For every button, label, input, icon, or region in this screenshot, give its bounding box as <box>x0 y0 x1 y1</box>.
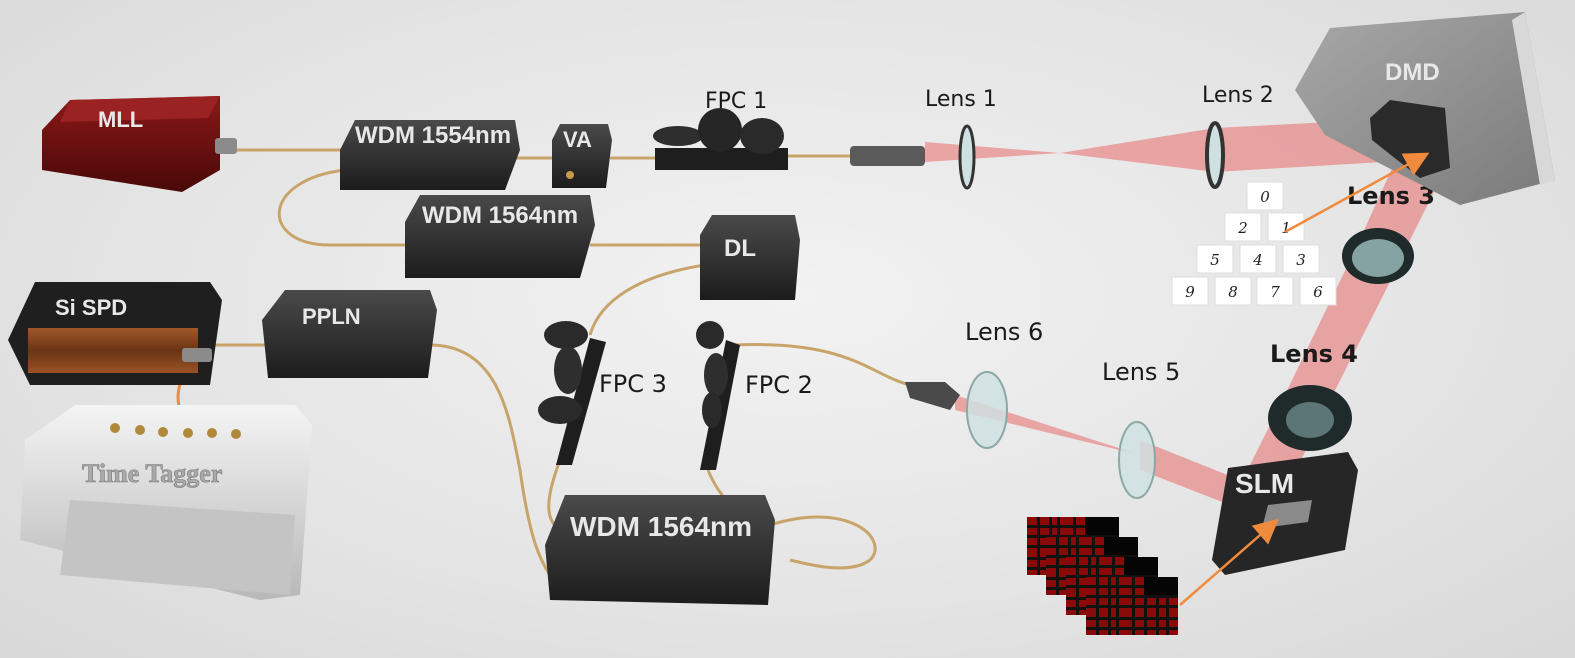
digit-card: 6 <box>1299 276 1337 306</box>
lens3-label: Lens 3 <box>1347 182 1435 210</box>
fpc2-label: FPC 2 <box>745 371 813 399</box>
dmd-label: DMD <box>1385 59 1440 86</box>
fpc1-label: FPC 1 <box>705 89 767 114</box>
digit-card-label: 9 <box>1185 283 1195 301</box>
digit-card: 9 <box>1171 276 1209 306</box>
lens-5: Lens 5 <box>1102 358 1180 499</box>
time-tagger-label: Time Tagger <box>82 459 222 488</box>
lens-4: Lens 4 <box>1268 340 1358 451</box>
lens6-label: Lens 6 <box>965 318 1043 346</box>
lens-3: Lens 3 <box>1342 182 1435 284</box>
wdm-1554-module: WDM 1554nm <box>340 120 520 190</box>
digit-card: 1 <box>1267 212 1305 242</box>
digit-card-label: 8 <box>1228 283 1238 301</box>
lens-2: Lens 2 <box>1202 83 1274 189</box>
digit-card: 4 <box>1239 244 1277 274</box>
delay-line: DL <box>700 215 800 300</box>
ppln-crystal: PPLN <box>262 290 437 378</box>
wdm-1564-bottom-label: WDM 1564nm <box>570 511 752 542</box>
digit-card-label: 2 <box>1237 219 1248 237</box>
lens-6: Lens 6 <box>965 318 1043 449</box>
collimator-2 <box>905 382 960 410</box>
lens5-label: Lens 5 <box>1102 358 1180 386</box>
digit-card: 5 <box>1196 244 1234 274</box>
fpc3-label: FPC 3 <box>599 370 667 398</box>
si-spd-label: Si SPD <box>55 295 127 320</box>
digit-card-label: 1 <box>1281 219 1291 237</box>
va-attenuator: VA <box>552 124 612 188</box>
digit-card-label: 3 <box>1296 251 1306 269</box>
digit-card: 2 <box>1224 212 1262 242</box>
collimator-1 <box>850 146 925 166</box>
ppln-label: PPLN <box>302 304 361 329</box>
wdm-1564-top-label: WDM 1564nm <box>422 202 578 229</box>
si-spd-detector: Si SPD <box>8 282 222 385</box>
laser-beam <box>925 118 1450 505</box>
digit-card: 7 <box>1256 276 1294 306</box>
digit-card: 3 <box>1282 244 1320 274</box>
dmd-device: DMD <box>1295 12 1555 205</box>
lens4-label: Lens 4 <box>1270 340 1358 368</box>
digit-card-grid: 02 1 5 4 3 9 8 7 6 <box>1171 181 1337 306</box>
lens2-label: Lens 2 <box>1202 83 1274 108</box>
mll-laser: MLL <box>42 96 237 192</box>
slm-pattern <box>1086 577 1178 635</box>
digit-card-label: 6 <box>1313 283 1323 301</box>
slm-pattern-stack <box>1027 517 1178 635</box>
slm-pattern-arrow <box>1179 518 1279 606</box>
dmd-pattern-arrow <box>1284 152 1430 234</box>
va-label: VA <box>563 127 592 152</box>
lens-1: Lens 1 <box>925 87 997 190</box>
digit-card-label: 0 <box>1260 188 1270 206</box>
digit-card: 8 <box>1214 276 1252 306</box>
wdm-1564-bottom-module: WDM 1564nm <box>545 495 775 605</box>
digit-card-label: 4 <box>1252 251 1263 269</box>
wdm-1564-top-module: WDM 1564nm <box>405 195 595 278</box>
time-tagger: Time Tagger <box>20 405 312 600</box>
fpc3-controller: FPC 3 <box>538 321 667 465</box>
lens1-label: Lens 1 <box>925 87 997 112</box>
wdm-1554-label: WDM 1554nm <box>355 122 511 149</box>
fpc1-controller: FPC 1 <box>653 89 788 170</box>
digit-card-label: 5 <box>1210 251 1220 269</box>
dl-label: DL <box>724 235 756 262</box>
fpc2-controller: FPC 2 <box>696 321 813 470</box>
connector-port <box>110 423 241 439</box>
digit-card-label: 7 <box>1270 283 1280 301</box>
mll-label: MLL <box>98 107 143 132</box>
slm-label: SLM <box>1235 468 1294 499</box>
digit-card: 0 <box>1246 181 1284 211</box>
